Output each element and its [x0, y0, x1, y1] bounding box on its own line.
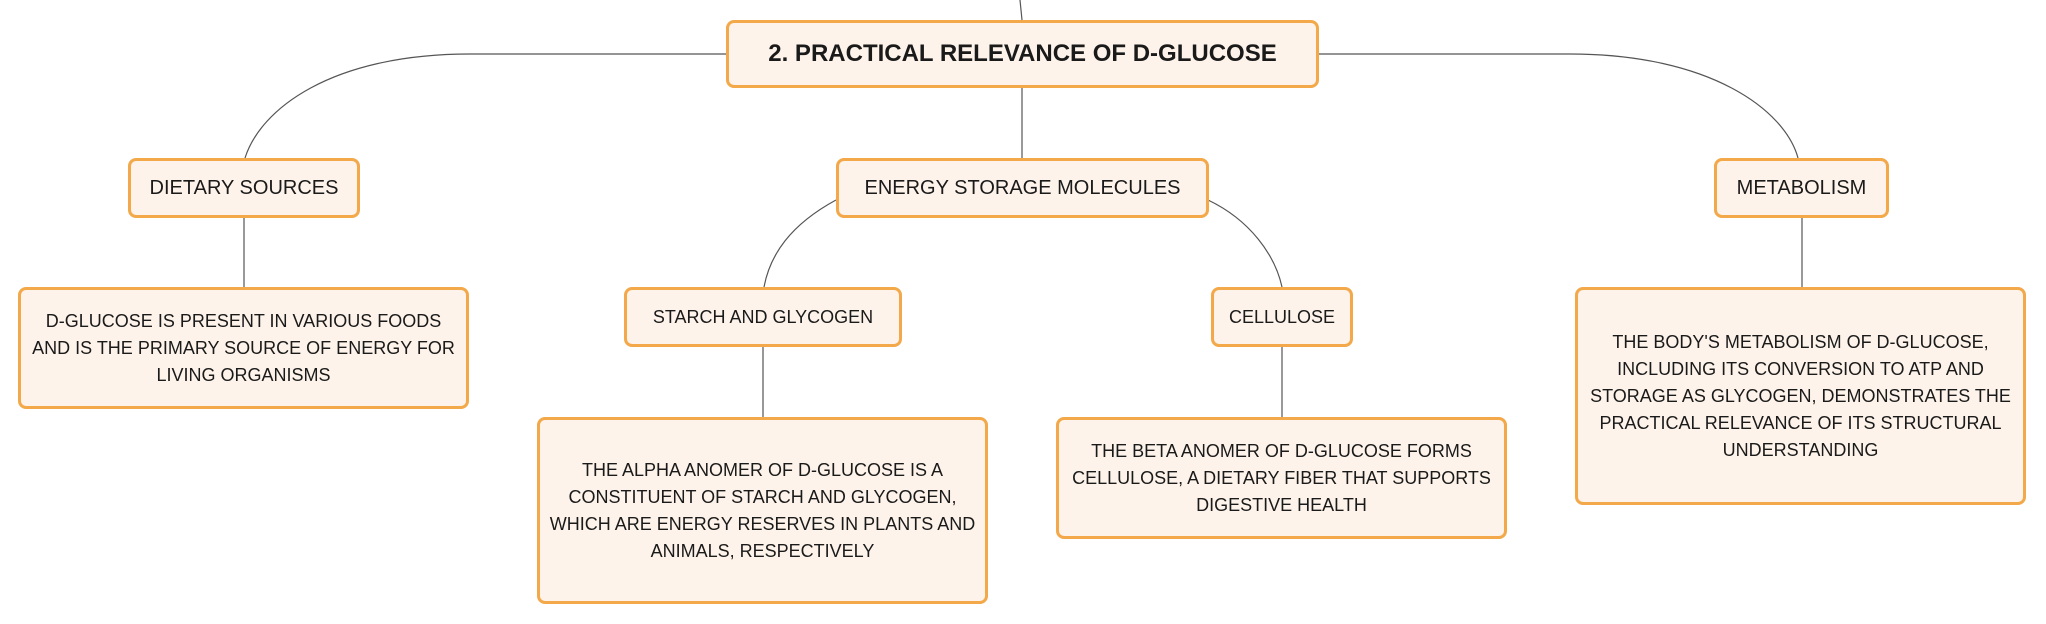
connector-incoming-root: [1019, 0, 1023, 21]
connector-root-metabolism: [1319, 53, 1799, 159]
root-topic-node[interactable]: 2. PRACTICAL RELEVANCE OF D-GLUCOSE: [726, 20, 1319, 88]
cellulose-detail-node[interactable]: THE BETA ANOMER OF D-GLUCOSE FORMS CELLU…: [1056, 417, 1507, 539]
dietary-sources-label: DIETARY SOURCES: [149, 176, 339, 199]
root-topic-label: 2. PRACTICAL RELEVANCE OF D-GLUCOSE: [768, 40, 1277, 67]
energy-storage-node[interactable]: ENERGY STORAGE MOLECULES: [836, 158, 1209, 218]
cellulose-node[interactable]: CELLULOSE: [1211, 287, 1353, 347]
cellulose-label: CELLULOSE: [1228, 306, 1336, 327]
metabolism-label: METABOLISM: [1736, 176, 1867, 199]
connector-energy-starch: [763, 199, 837, 288]
dietary-sources-detail-text: D-GLUCOSE IS PRESENT IN VARIOUS FOODS AN…: [32, 310, 455, 385]
metabolism-detail-text: THE BODY'S METABOLISM OF D-GLUCOSE, INCL…: [1590, 331, 2011, 460]
connector-root-dietary: [244, 53, 726, 159]
cellulose-detail-text: THE BETA ANOMER OF D-GLUCOSE FORMS CELLU…: [1072, 440, 1491, 515]
starch-glycogen-detail-node[interactable]: THE ALPHA ANOMER OF D-GLUCOSE IS A CONST…: [537, 417, 988, 604]
dietary-sources-node[interactable]: DIETARY SOURCES: [128, 158, 360, 218]
energy-storage-label: ENERGY STORAGE MOLECULES: [864, 176, 1181, 199]
starch-glycogen-detail-text: THE ALPHA ANOMER OF D-GLUCOSE IS A CONST…: [549, 459, 976, 561]
connector-energy-cellulose: [1207, 199, 1283, 288]
metabolism-node[interactable]: METABOLISM: [1714, 158, 1889, 218]
dietary-sources-detail-node[interactable]: D-GLUCOSE IS PRESENT IN VARIOUS FOODS AN…: [18, 287, 469, 409]
starch-glycogen-label: STARCH AND GLYCOGEN: [652, 306, 874, 327]
metabolism-detail-node[interactable]: THE BODY'S METABOLISM OF D-GLUCOSE, INCL…: [1575, 287, 2026, 505]
starch-glycogen-node[interactable]: STARCH AND GLYCOGEN: [624, 287, 902, 347]
